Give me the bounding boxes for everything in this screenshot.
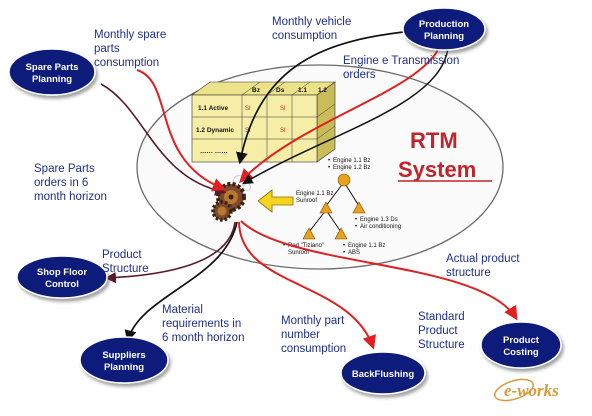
svg-text:consumption: consumption xyxy=(272,30,337,42)
tree-label: Engine 1.1 Bz xyxy=(333,158,370,164)
node-label-backflushing: BackFlushing xyxy=(352,369,414,380)
node-suppliers-planning xyxy=(79,336,169,384)
logo-text: e-works xyxy=(504,381,559,400)
svg-text:Monthly part: Monthly part xyxy=(281,315,345,327)
node-shop-floor-control xyxy=(16,255,108,299)
svg-text:Product: Product xyxy=(418,325,458,337)
svg-text:Engine e Transmission: Engine e Transmission xyxy=(343,55,459,67)
cube-header-1-2: 1.2 xyxy=(318,87,327,94)
tree-label: Engine 1.1 Bz xyxy=(296,191,333,197)
node-label-spare-parts-planning: Spare Parts xyxy=(26,62,79,73)
tree-label: Engine 1.1 Bz xyxy=(348,243,385,249)
label-material-requirements: Material requirements in 6 month horizon xyxy=(162,304,244,344)
svg-text:parts: parts xyxy=(94,43,120,55)
node-label-product-costing: Costing xyxy=(503,347,539,358)
node-spare-parts-planning xyxy=(8,48,96,96)
tree-label: • xyxy=(355,217,357,223)
arrow-spare-consumption-to-gears xyxy=(136,69,227,192)
svg-text:Structure: Structure xyxy=(102,263,149,275)
tree-label: • xyxy=(328,165,330,171)
cube-header-bz: Bz xyxy=(252,87,261,94)
node-label-production-planning: Production xyxy=(419,19,469,30)
cube-row-dynamic: 1.2 Dynamic xyxy=(196,127,234,134)
svg-text:Standard: Standard xyxy=(418,311,465,323)
arrow-production-to-gears xyxy=(239,45,441,184)
node-label-shop-floor-control: Shop Floor xyxy=(37,267,87,278)
svg-text:orders: orders xyxy=(343,69,376,81)
svg-text:requirements in: requirements in xyxy=(162,318,241,330)
label-product-structure: Product Structure xyxy=(102,249,149,275)
svg-text:orders in 6: orders in 6 xyxy=(34,177,88,189)
e-works-logo: e-works xyxy=(494,378,559,402)
tree-label: Sunroof xyxy=(288,250,309,256)
node-production-planning xyxy=(402,7,486,51)
product-tree: • Engine 1.1 Bz • Engine 1.2 Bz Engine 1… xyxy=(283,158,401,256)
arrow-gears-to-shop-floor xyxy=(104,221,236,284)
block-arrow-icon xyxy=(257,189,294,213)
tree-label: ABS xyxy=(348,250,360,256)
svg-text:Monthly vehicle: Monthly vehicle xyxy=(272,16,351,28)
label-monthly-part-number: Monthly part number consumption xyxy=(281,315,346,355)
node-label-product-costing: Product xyxy=(503,335,540,346)
node-label-shop-floor-control: Control xyxy=(45,279,79,290)
svg-text:Actual product: Actual product xyxy=(446,253,520,265)
svg-text:Structure: Structure xyxy=(418,339,465,351)
arrow-gears-to-backflushing xyxy=(238,221,376,350)
tree-label: • xyxy=(343,250,345,256)
tree-node-bottom-right xyxy=(334,227,348,240)
arrow-production-to-cube xyxy=(235,30,413,165)
svg-text:6 month horizon: 6 month horizon xyxy=(162,332,244,344)
node-label-production-planning: Planning xyxy=(424,31,464,42)
tree-label: • xyxy=(328,158,330,164)
svg-text:structure: structure xyxy=(446,267,491,279)
tree-label: • xyxy=(283,243,285,249)
tree-node-left xyxy=(319,201,333,214)
data-cube: Bz Ds 1.1 1.2 1.1 Active 1.2 Dynamic …… … xyxy=(191,81,336,163)
node-label-suppliers-planning: Suppliers xyxy=(102,350,145,361)
node-label-suppliers-planning: Planning xyxy=(104,362,144,373)
node-label-spare-parts-planning: Planning xyxy=(32,74,72,85)
arrow-spare-parts-to-gears xyxy=(100,83,227,196)
tree-label: Air conditioning xyxy=(360,224,401,230)
tree-label: Sunroof xyxy=(296,198,317,204)
cube-cell: SI xyxy=(245,106,251,112)
tree-node-bottom-left xyxy=(302,227,316,240)
rtm-title: RTM xyxy=(410,128,458,153)
svg-text:Spare Parts: Spare Parts xyxy=(34,163,95,175)
svg-text:consumption: consumption xyxy=(94,57,159,69)
tree-node-right xyxy=(352,201,366,214)
cube-cell: SI xyxy=(280,128,286,134)
arrow-engine-orders-to-gears xyxy=(242,47,449,185)
arrow-gears-to-product-costing xyxy=(240,220,518,321)
tree-label: • xyxy=(355,224,357,230)
label-engine-transmission: Engine e Transmission orders xyxy=(343,55,459,81)
label-standard-product-structure: Standard Product Structure xyxy=(418,311,465,351)
tree-label: Red "Tiziano" xyxy=(288,243,324,249)
cube-row-ellipsis: …… …… xyxy=(200,148,228,155)
tree-root-node xyxy=(337,173,351,187)
tree-label: Engine 1.3 Ds xyxy=(360,217,398,223)
label-monthly-spare-parts: Monthly spare parts consumption xyxy=(94,29,166,69)
tree-label: • xyxy=(343,243,345,249)
label-monthly-vehicle: Monthly vehicle consumption xyxy=(272,16,351,42)
arrow-gears-to-suppliers xyxy=(124,221,238,343)
svg-text:Monthly spare: Monthly spare xyxy=(94,29,166,41)
svg-text:month horizon: month horizon xyxy=(34,191,107,203)
svg-text:consumption: consumption xyxy=(281,343,346,355)
svg-text:number: number xyxy=(281,329,320,341)
label-spare-parts-orders: Spare Parts orders in 6 month horizon xyxy=(34,163,107,203)
label-actual-product-structure: Actual product structure xyxy=(446,253,520,279)
cube-header-1-1: 1.1 xyxy=(298,87,307,94)
tree-label: Engine 1.2 Bz xyxy=(333,165,370,171)
node-backflushing xyxy=(340,351,426,395)
svg-text:Product: Product xyxy=(102,249,142,261)
cube-row-active: 1.1 Active xyxy=(198,105,228,112)
svg-text:Material: Material xyxy=(162,304,203,316)
node-product-costing xyxy=(480,321,562,369)
cube-cell: SI xyxy=(280,106,286,112)
cube-header-ds: Ds xyxy=(276,87,285,94)
rtm-subtitle: System xyxy=(398,157,476,182)
